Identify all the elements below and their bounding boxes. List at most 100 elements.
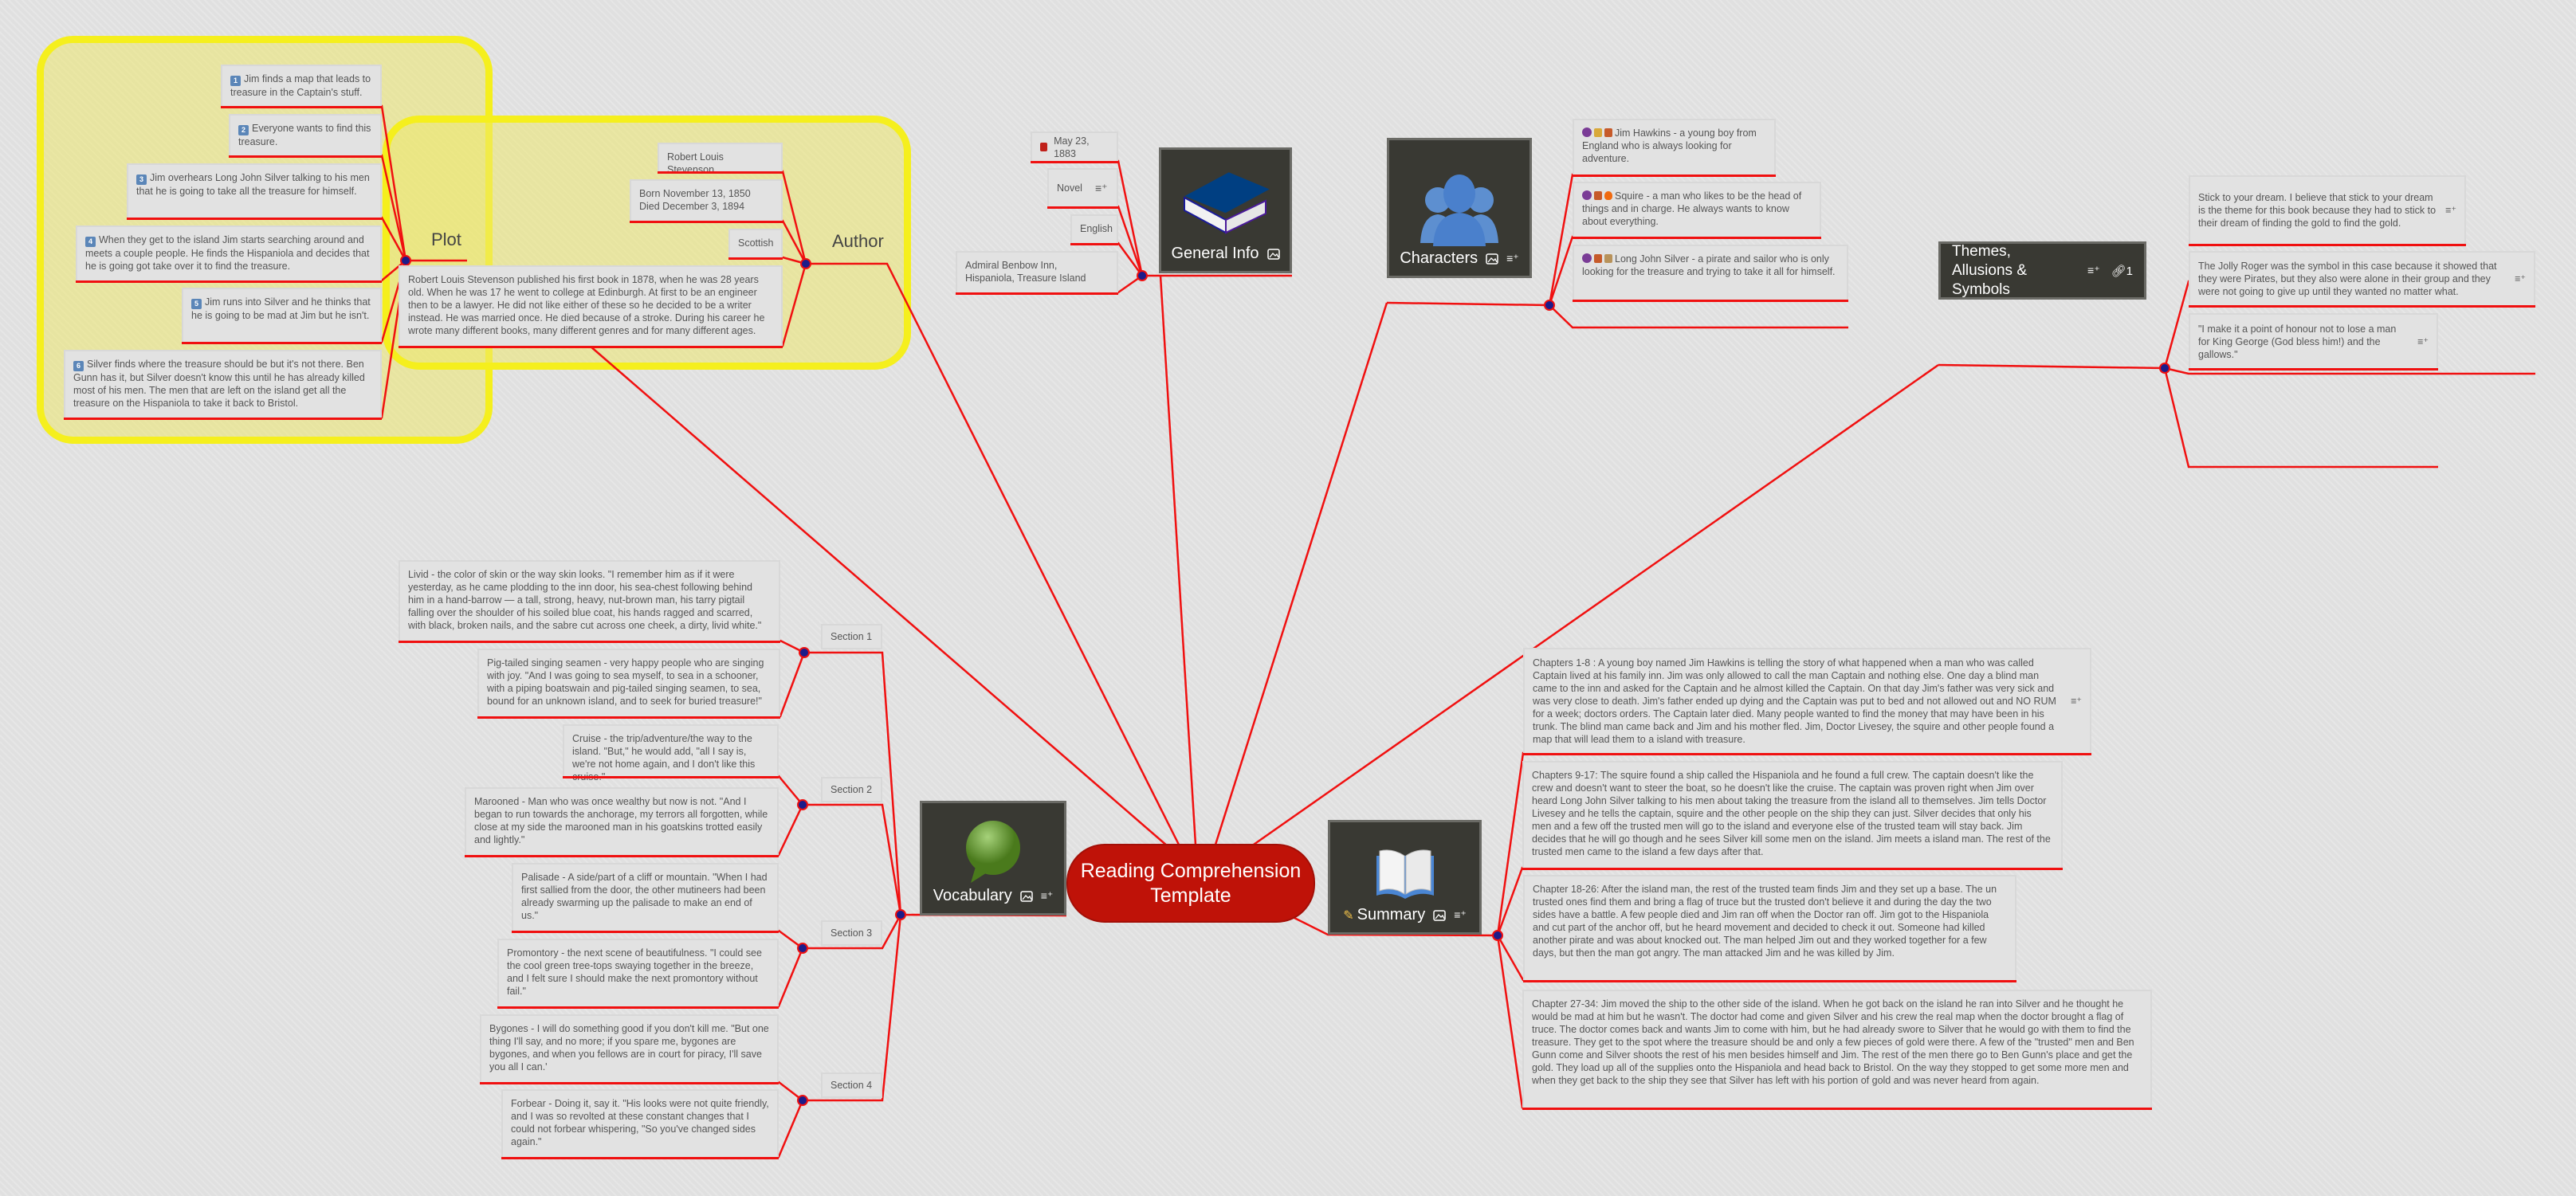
- note-icon[interactable]: ≡⁺: [2417, 335, 2429, 347]
- plot-item-text: Everyone wants to find this treasure.: [238, 123, 371, 147]
- author-bio[interactable]: Robert Louis Stevenson published his fir…: [399, 265, 783, 348]
- purple-circle-icon: [1582, 127, 1592, 137]
- open-book-icon: [1376, 849, 1434, 899]
- money-bag-icon: [1604, 254, 1612, 263]
- closed-book-icon: [1183, 172, 1270, 234]
- plot-item-text: Jim overhears Long John Silver talking t…: [136, 172, 370, 197]
- number-4-icon: 4: [85, 237, 96, 247]
- genre[interactable]: Novel ≡⁺: [1047, 168, 1118, 209]
- plot-item-text: When they get to the island Jim starts s…: [85, 234, 370, 272]
- character-silver[interactable]: Long John Silver - a pirate and sailor w…: [1573, 245, 1848, 302]
- genre-text: Novel: [1057, 182, 1082, 194]
- fire-icon: [1604, 191, 1612, 200]
- section-4[interactable]: Section 4: [821, 1072, 882, 1098]
- ship-icon: [1594, 191, 1602, 200]
- setting[interactable]: Admiral Benbow Inn, Hispaniola, Treasure…: [956, 251, 1118, 295]
- image-icon: [1433, 909, 1446, 921]
- symbol-text: The Jolly Roger was the symbol in this c…: [2198, 261, 2497, 297]
- summary-collapse-dot[interactable]: [1492, 930, 1503, 941]
- author-label[interactable]: Author: [832, 231, 884, 251]
- summary-chapters-27-34[interactable]: Chapter 27-34: Jim moved the ship to the…: [1522, 990, 2152, 1110]
- note-icon[interactable]: ≡⁺: [1040, 889, 1054, 902]
- author-name[interactable]: Robert Louis Stevenson: [658, 143, 783, 175]
- author-dates[interactable]: Born November 13, 1850 Died December 3, …: [630, 179, 783, 223]
- summary-text: Chapters 1-8 : A young boy named Jim Haw…: [1533, 657, 2056, 745]
- speech-bubble-icon: [966, 821, 1020, 883]
- image-icon: [1266, 248, 1280, 260]
- vocab-bygones[interactable]: Bygones - I will do something good if yo…: [480, 1014, 779, 1084]
- characters-label: Characters: [1400, 249, 1478, 267]
- author-nationality[interactable]: Scottish: [728, 229, 783, 260]
- number-3-icon: 3: [136, 174, 147, 185]
- plot-item-text: Jim runs into Silver and he thinks that …: [191, 296, 371, 321]
- characters-node[interactable]: Characters ≡⁺: [1387, 138, 1532, 278]
- vocab-livid[interactable]: Livid - the color of skin or the way ski…: [399, 560, 780, 643]
- summary-chapters-1-8[interactable]: Chapters 1-8 : A young boy named Jim Haw…: [1523, 648, 2091, 755]
- publish-date-text: May 23, 1883: [1054, 135, 1090, 159]
- link-count: 1: [2126, 264, 2133, 278]
- language[interactable]: English: [1070, 214, 1118, 245]
- plot-label[interactable]: Plot: [431, 229, 461, 249]
- link-icon[interactable]: 🔗︎1: [2111, 264, 2133, 278]
- general-info-node[interactable]: General Info: [1159, 147, 1292, 273]
- theme-text: Stick to your dream. I believe that stic…: [2198, 192, 2437, 229]
- number-1-icon: 1: [230, 76, 241, 86]
- ship-icon: [1604, 128, 1612, 137]
- ship-icon: [1594, 254, 1602, 263]
- themes-label: Themes, Allusions & Symbols: [1952, 242, 2027, 298]
- crown-icon: [1594, 128, 1602, 137]
- character-squire[interactable]: Squire - a man who likes to be the head …: [1573, 182, 1821, 239]
- themes-node[interactable]: Themes, Allusions & Symbols ≡⁺ 🔗︎1: [1938, 241, 2146, 300]
- section-2[interactable]: Section 2: [821, 777, 882, 802]
- general-info-label: General Info: [1171, 245, 1259, 262]
- themes-collapse-dot[interactable]: [2159, 363, 2170, 374]
- note-icon[interactable]: ≡⁺: [1454, 908, 1467, 921]
- image-icon: [1486, 253, 1498, 265]
- vocabulary-node[interactable]: Vocabulary ≡⁺: [920, 801, 1066, 916]
- character-text: Long John Silver - a pirate and sailor w…: [1582, 253, 1836, 277]
- symbol-item[interactable]: The Jolly Roger was the symbol in this c…: [2189, 251, 2535, 308]
- number-5-icon: 5: [191, 299, 202, 309]
- summary-chapters-9-17[interactable]: Chapters 9-17: The squire found a ship c…: [1522, 761, 2063, 870]
- character-jim[interactable]: Jim Hawkins - a young boy from England w…: [1573, 119, 1776, 177]
- section-1-dot[interactable]: [799, 647, 810, 658]
- note-icon[interactable]: ≡⁺: [2515, 273, 2526, 284]
- author-collapse-dot[interactable]: [800, 258, 811, 269]
- section-2-dot[interactable]: [797, 799, 808, 810]
- central-topic[interactable]: Reading Comprehension Template: [1066, 844, 1315, 923]
- note-icon[interactable]: ≡⁺: [1094, 182, 1108, 194]
- publish-date[interactable]: May 23, 1883: [1031, 131, 1118, 163]
- section-3-dot[interactable]: [797, 943, 808, 954]
- summary-chapters-18-26[interactable]: Chapter 18-26: After the island man, the…: [1523, 875, 2016, 982]
- note-icon[interactable]: ≡⁺: [2087, 264, 2100, 276]
- vocab-cruise[interactable]: Cruise - the trip/adventure/the way to t…: [563, 724, 779, 782]
- section-3[interactable]: Section 3: [821, 920, 882, 946]
- vocab-promontory[interactable]: Promontory - the next scene of beautiful…: [497, 939, 779, 1009]
- summary-node[interactable]: ✎Summary ≡⁺: [1328, 820, 1482, 935]
- vocabulary-label: Vocabulary: [933, 887, 1012, 904]
- note-icon[interactable]: ≡⁺: [1506, 252, 1519, 265]
- plot-item-text: Silver finds where the treasure should b…: [73, 359, 365, 409]
- allusion-item[interactable]: "I make it a point of honour not to lose…: [2189, 313, 2438, 371]
- note-icon[interactable]: ≡⁺: [2071, 696, 2082, 707]
- general-info-collapse-dot[interactable]: [1137, 270, 1148, 281]
- plot-collapse-dot[interactable]: [400, 255, 411, 266]
- purple-circle-icon: [1582, 190, 1592, 200]
- number-2-icon: 2: [238, 125, 249, 135]
- section-1[interactable]: Section 1: [821, 624, 882, 649]
- vocab-forbear[interactable]: Forbear - Doing it, say it. "His looks w…: [501, 1089, 779, 1159]
- vocab-palisade[interactable]: Palisade - A side/part of a cliff or mou…: [512, 863, 779, 933]
- vocabulary-collapse-dot[interactable]: [895, 909, 906, 920]
- vocab-marooned[interactable]: Marooned - Man who was once wealthy but …: [465, 787, 779, 857]
- theme-item[interactable]: Stick to your dream. I believe that stic…: [2189, 175, 2466, 246]
- characters-collapse-dot[interactable]: [1544, 300, 1555, 311]
- vocab-pig-tailed[interactable]: Pig-tailed singing seamen - very happy p…: [477, 649, 780, 719]
- note-icon[interactable]: ≡⁺: [2445, 205, 2456, 216]
- section-4-dot[interactable]: [797, 1095, 808, 1106]
